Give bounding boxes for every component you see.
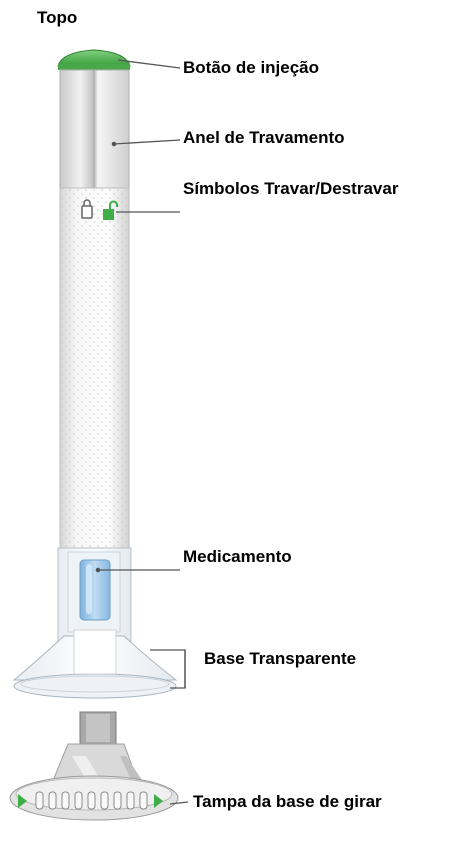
green-arrow-left-icon	[18, 794, 27, 808]
green-arrow-right-icon	[154, 794, 163, 808]
label-lock-symbols: Símbolos Travar/Destravar	[183, 179, 399, 198]
label-locking-ring: Anel de Travamento	[183, 128, 345, 147]
unlock-icon	[103, 200, 118, 220]
cap-grip-ridges	[35, 791, 148, 810]
label-injection-button: Botão de injeção	[183, 58, 320, 77]
label-transparent-base: Base Transparente	[204, 649, 357, 668]
leader-tampa	[169, 801, 189, 805]
transparent-base	[12, 629, 178, 699]
medicine-window	[79, 559, 111, 621]
label-medicine: Medicamento	[183, 547, 292, 566]
lock-icon	[81, 199, 93, 219]
locking-ring	[59, 69, 130, 189]
leader-botao	[117, 59, 181, 69]
label-topo: Topo	[37, 8, 78, 27]
leader-anel	[113, 139, 181, 145]
label-base-cap: Tampa da base de girar	[193, 792, 382, 811]
pen-body	[59, 187, 130, 549]
leader-lines	[95, 59, 189, 805]
